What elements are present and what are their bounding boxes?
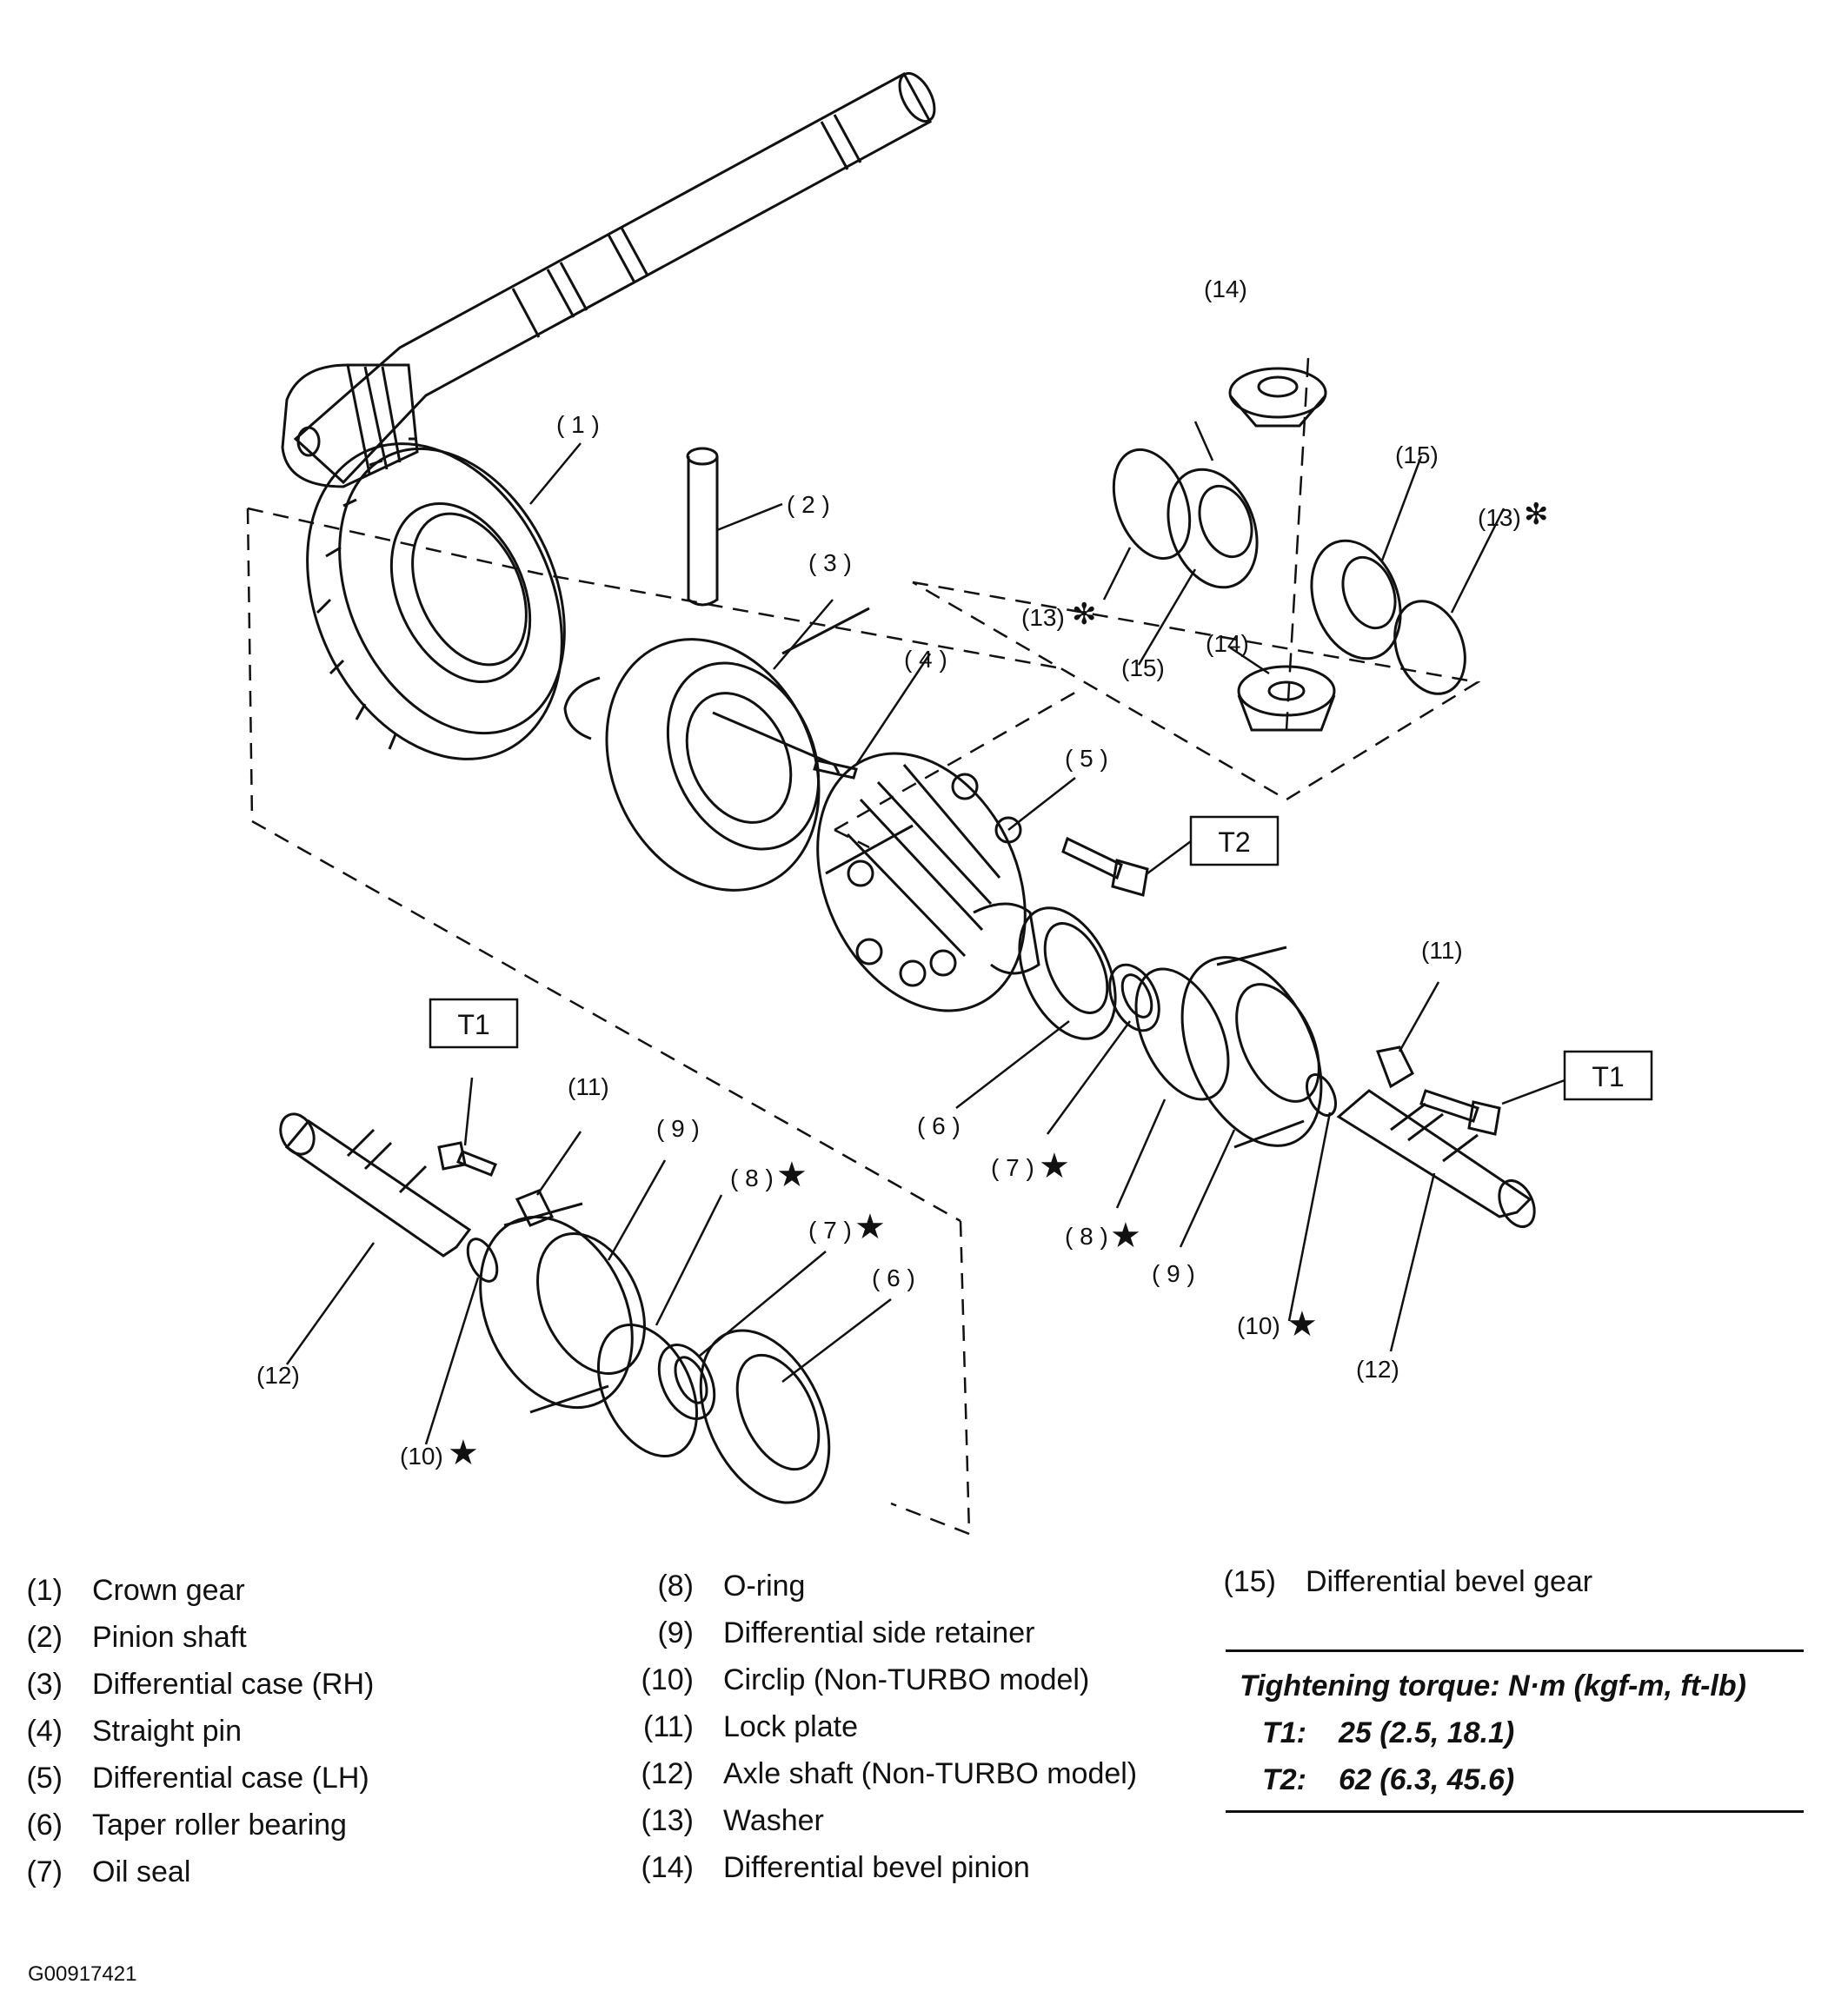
washer-left — [1112, 448, 1192, 561]
callout-7-right: ( 7 ) — [991, 1154, 1034, 1181]
star-mark: ★ — [1039, 1146, 1070, 1186]
differential-bevel-pinion-bottom — [1237, 665, 1336, 732]
svg-text:T2: T2 — [1218, 826, 1250, 858]
callout-4: ( 4 ) — [904, 646, 947, 673]
differential-side-retainer-right — [1180, 946, 1323, 1149]
differential-bevel-gear-left — [1167, 468, 1259, 589]
asterisk-mark: ✻ — [1524, 497, 1549, 532]
callout-12-left: (12) — [256, 1362, 300, 1389]
legend-item: (12)Axle shaft (Non-TURBO model) — [641, 1757, 1138, 1790]
exploded-view-diagram: T2 T1 T1 ( 1 ) ( 2 ) ( 3 ) ( 4 ) ( 5 ) (… — [246, 71, 1653, 1536]
legend-item: (14)Differential bevel pinion — [641, 1851, 1030, 1884]
bolt-t1-left — [437, 1141, 497, 1177]
callout-7-left: ( 7 ) — [808, 1217, 852, 1244]
legend-item: (7)Oil seal — [26, 1855, 191, 1888]
legend-item: (9)Differential side retainer — [657, 1616, 1035, 1649]
star-mark: ★ — [448, 1433, 479, 1473]
differential-bevel-pinion-top — [1228, 367, 1327, 428]
star-marks: ★ ★ ★ ★ ★ ★ — [448, 1146, 1318, 1473]
callout-14-top: (14) — [1204, 275, 1247, 302]
legend-item: (3)Differential case (RH) — [26, 1668, 375, 1701]
oil-seal-right — [1108, 963, 1160, 1032]
asterisk-marks: ✻ ✻ — [1072, 497, 1549, 632]
torque-box-t2: T2 — [1189, 815, 1280, 866]
legend-item: (6)Taper roller bearing — [26, 1809, 347, 1842]
o-ring-right — [1134, 967, 1230, 1101]
callout-8-left: ( 8 ) — [730, 1165, 774, 1191]
callout-14-bottom: (14) — [1206, 630, 1249, 657]
star-mark: ★ — [1286, 1304, 1318, 1344]
axle-shaft-right — [1336, 1089, 1536, 1228]
legend-item: (10)Circlip (Non-TURBO model) — [641, 1663, 1090, 1696]
svg-text:T1: T1 — [1592, 1061, 1624, 1092]
torque-box-t1-right: T1 — [1563, 1050, 1653, 1101]
callout-6-right: ( 6 ) — [917, 1112, 961, 1139]
straight-pin — [813, 759, 858, 780]
oil-seal-left — [657, 1344, 716, 1420]
torque-spec-heading: Tightening torque: N·m (kgf-m, ft-lb) — [1240, 1669, 1746, 1702]
callout-1: ( 1 ) — [556, 411, 600, 438]
star-mark: ★ — [776, 1155, 808, 1195]
callout-5: ( 5 ) — [1065, 745, 1108, 772]
asterisk-mark: ✻ — [1072, 597, 1097, 632]
pinion-shaft — [686, 447, 719, 607]
assembly-dashed-lines — [246, 357, 1481, 1536]
lock-plate-right — [1375, 1045, 1414, 1089]
callout-9-right: ( 9 ) — [1152, 1260, 1195, 1287]
drive-pinion-shaft — [281, 71, 936, 488]
differential-case-rh — [563, 607, 914, 892]
callout-15-left: (15) — [1121, 654, 1165, 681]
svg-text:T1: T1 — [457, 1009, 489, 1040]
differential-case-lh — [816, 752, 1040, 1012]
leader-lines — [285, 421, 1565, 1445]
legend-item: (5)Differential case (LH) — [26, 1762, 369, 1795]
differential-side-retainer-left — [479, 1202, 646, 1414]
callout-15-right: (15) — [1395, 441, 1439, 468]
figure-code: G00917421 — [28, 1962, 137, 1986]
bolt-t2 — [1061, 836, 1149, 897]
torque-spec-row: T2:62 (6.3, 45.6) — [1262, 1763, 1515, 1796]
legend-item: (1)Crown gear — [26, 1574, 245, 1607]
callout-11-right: (11) — [1421, 937, 1463, 964]
differential-bevel-gear-right — [1310, 539, 1402, 660]
callout-12-right: (12) — [1356, 1356, 1399, 1383]
callout-10-left: (10) — [400, 1443, 443, 1470]
legend-item: (4)Straight pin — [26, 1715, 242, 1748]
legend-item: (11)Lock plate — [643, 1710, 858, 1743]
torque-spec-row: T1:25 (2.5, 18.1) — [1262, 1716, 1515, 1749]
callout-8-right: ( 8 ) — [1065, 1223, 1108, 1250]
tightening-torque-spec: Tightening torque: N·m (kgf-m, ft-lb) T1… — [1226, 1649, 1804, 1813]
callout-labels: ( 1 ) ( 2 ) ( 3 ) ( 4 ) ( 5 ) ( 6 ) ( 6 … — [256, 275, 1521, 1470]
legend-item: (15)Differential bevel gear — [1223, 1565, 1593, 1598]
callout-13-right: (13) — [1478, 504, 1521, 531]
callout-13-left: (13) — [1021, 604, 1065, 631]
o-ring-left — [596, 1323, 699, 1458]
callout-6-left: ( 6 ) — [872, 1264, 915, 1291]
legend-item: (8)O-ring — [657, 1570, 806, 1603]
legend-item: (2)Pinion shaft — [26, 1621, 247, 1654]
callout-2: ( 2 ) — [787, 491, 830, 518]
legend-item: (13)Washer — [641, 1804, 824, 1837]
axle-shaft-left — [279, 1112, 472, 1258]
callout-11-left: (11) — [568, 1073, 609, 1100]
crown-gear — [306, 437, 566, 760]
taper-roller-bearing-right — [1018, 906, 1117, 1040]
torque-box-t1-left: T1 — [429, 998, 519, 1049]
star-mark: ★ — [854, 1207, 886, 1247]
washer-right — [1393, 600, 1466, 695]
callout-9-left: ( 9 ) — [656, 1115, 700, 1142]
callout-3: ( 3 ) — [808, 549, 852, 576]
circlip-left — [466, 1238, 499, 1283]
callout-10-right: (10) — [1237, 1312, 1280, 1339]
bolt-t1-right — [1419, 1089, 1501, 1136]
star-mark: ★ — [1110, 1216, 1141, 1256]
